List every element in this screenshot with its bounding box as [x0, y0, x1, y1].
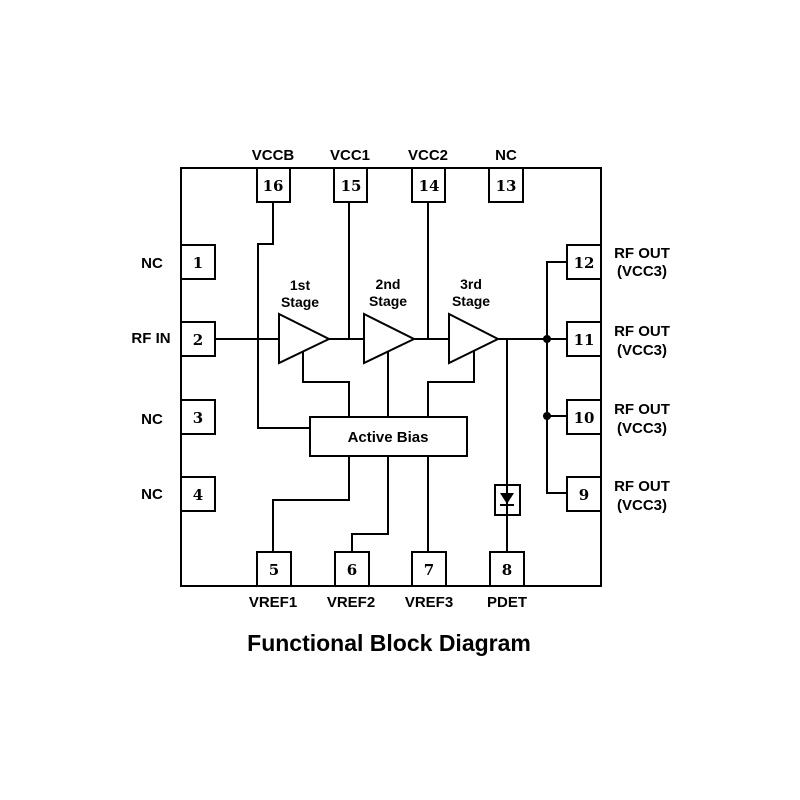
wire-vref2	[351, 455, 389, 553]
wire-bias-stage1	[302, 350, 350, 418]
pin-7: 7 VREF3	[405, 551, 453, 611]
amplifier-stage-2	[363, 312, 417, 365]
active-bias-block	[309, 416, 468, 457]
stage-1-label-line1: 1st	[290, 277, 311, 293]
pin-14-number: 14	[419, 177, 440, 195]
detector-diode-icon	[494, 484, 521, 516]
active-bias-label: Active Bias	[348, 429, 429, 446]
pin-3-label: NC	[141, 411, 163, 428]
wire-vref1	[272, 455, 350, 553]
pin-16-label: VCCB	[252, 147, 295, 164]
pin-11-label: RF OUT	[614, 323, 670, 340]
pin-9-sublabel: (VCC3)	[617, 497, 667, 514]
junction-dot	[543, 335, 551, 343]
pin-8-number: 8	[502, 561, 512, 579]
pin-14: 14 VCC2	[408, 147, 448, 203]
pin-4: 4 NC	[141, 476, 216, 512]
pin-16-number: 16	[263, 177, 284, 195]
pin-1: 1 NC	[141, 244, 216, 280]
wires	[214, 201, 568, 553]
junction-dot	[543, 412, 551, 420]
pin-15-label: VCC1	[330, 147, 370, 164]
pin-1-number: 1	[193, 254, 203, 272]
stage-2-label-line2: Stage	[369, 293, 407, 309]
pin-1-label: NC	[141, 255, 163, 272]
pin-7-label: VREF3	[405, 594, 453, 611]
package-outline	[180, 167, 602, 587]
pin-3: 3 NC	[141, 399, 216, 435]
pin-13-label: NC	[495, 147, 517, 164]
wire-bias-stage3	[427, 350, 475, 418]
pin-5-label: VREF1	[249, 594, 297, 611]
pin-12-number: 12	[574, 254, 595, 272]
pin-5: 5 VREF1	[249, 551, 297, 611]
pin-11-number: 11	[574, 331, 595, 349]
pin-14-label: VCC2	[408, 147, 448, 164]
pin-2: 2 RF IN	[131, 321, 216, 357]
pin-16: 16 VCCB	[252, 147, 295, 203]
pin-2-label: RF IN	[131, 330, 170, 347]
pin-15: 15 VCC1	[330, 147, 370, 203]
pin-9-label: RF OUT	[614, 478, 670, 495]
pin-4-label: NC	[141, 486, 163, 503]
pin-9-number: 9	[579, 486, 589, 504]
pin-6-number: 6	[347, 561, 357, 579]
stage-1-label-line2: Stage	[281, 294, 319, 310]
pin-12-sublabel: (VCC3)	[617, 263, 667, 280]
pin-6: 6 VREF2	[327, 551, 375, 611]
pin-13-number: 13	[496, 177, 517, 195]
pin-10: 10 RF OUT (VCC3)	[566, 399, 670, 437]
diagram-title: Functional Block Diagram	[247, 630, 531, 656]
pin-7-number: 7	[424, 561, 434, 579]
stage-3-label-line2: Stage	[452, 293, 490, 309]
stage-3-label-line1: 3rd	[460, 276, 482, 292]
amplifier-stage-1	[278, 312, 332, 365]
pin-2-number: 2	[193, 331, 203, 349]
pin-11: 11 RF OUT (VCC3)	[566, 321, 670, 359]
amplifier-stage-3	[448, 312, 501, 365]
pin-13: 13 NC	[488, 147, 524, 203]
stage-2-label-line1: 2nd	[376, 276, 401, 292]
pin-9: 9 RF OUT (VCC3)	[566, 476, 670, 514]
pin-8-label: PDET	[487, 594, 527, 611]
pin-11-sublabel: (VCC3)	[617, 342, 667, 359]
pin-12-label: RF OUT	[614, 245, 670, 262]
pin-6-label: VREF2	[327, 594, 375, 611]
wire-vccb	[257, 201, 311, 429]
pin-3-number: 3	[193, 409, 203, 427]
wire-rf-out-bus	[546, 261, 568, 494]
pin-12: 12 RF OUT (VCC3)	[566, 244, 670, 280]
pin-4-number: 4	[193, 486, 203, 504]
pin-10-number: 10	[574, 409, 595, 427]
pin-10-sublabel: (VCC3)	[617, 420, 667, 437]
pin-15-number: 15	[341, 177, 362, 195]
pin-10-label: RF OUT	[614, 401, 670, 418]
pin-8: 8 PDET	[487, 551, 527, 611]
pin-5-number: 5	[269, 561, 279, 579]
